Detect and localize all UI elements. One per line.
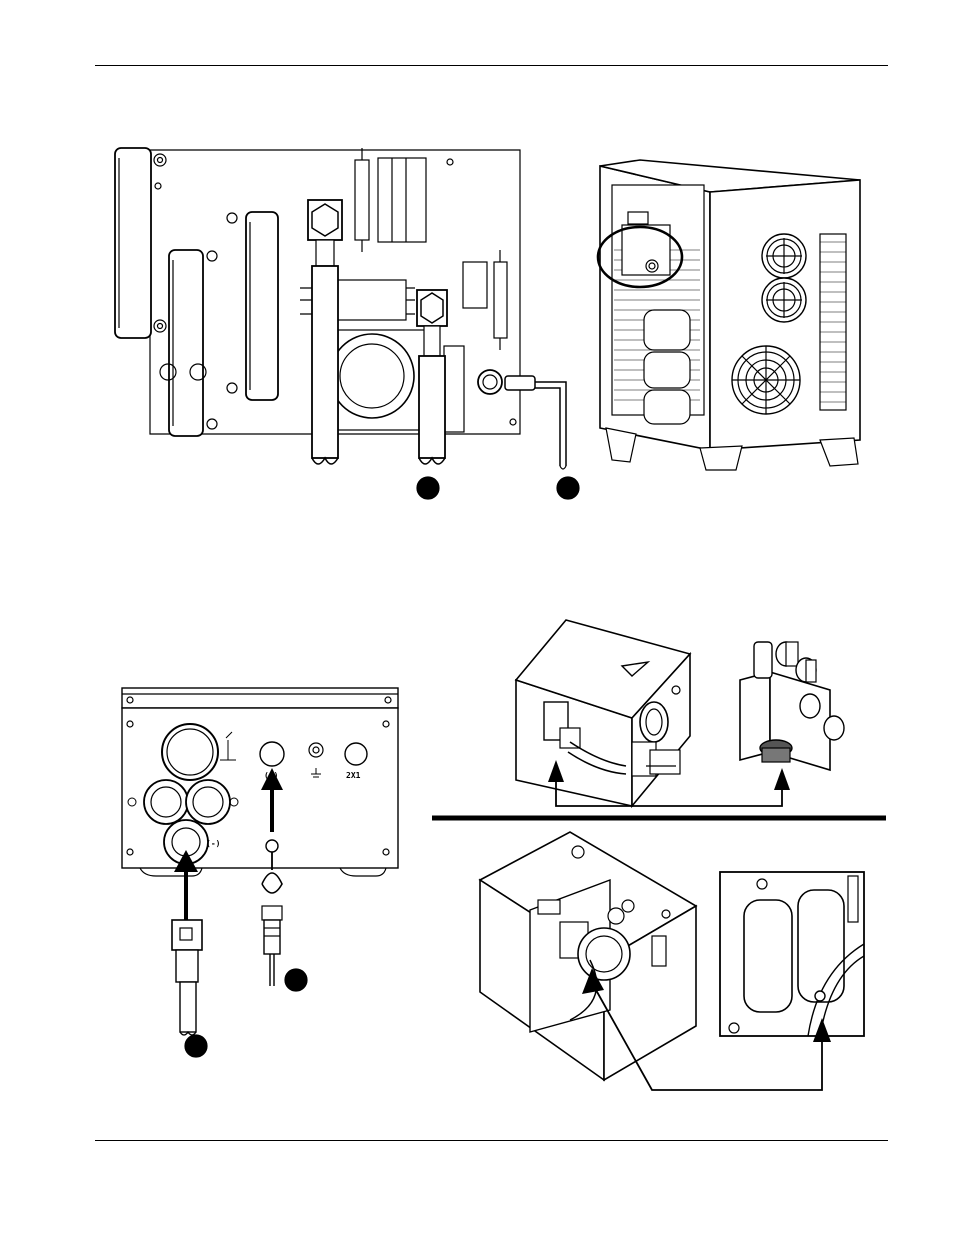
figure-power-supply-cabinet: [596, 159, 861, 471]
figure-module-open: [478, 831, 698, 1082]
figure-rear-panel: [121, 687, 399, 1036]
figure-fitting-closeup: [739, 641, 845, 772]
callout-d-marker: [184, 1034, 208, 1058]
gas-out-icon: [229, 797, 239, 807]
label-negative: (-): [206, 839, 220, 848]
torch-symbol-icon: [220, 731, 236, 761]
arrow-into-module: [582, 968, 604, 994]
footer-rule: [95, 1140, 888, 1141]
gas-in-icon: [127, 797, 137, 807]
arrow-into-inset: [813, 1018, 831, 1042]
figure-module-box: [514, 619, 692, 809]
label-positive: (+): [264, 771, 278, 780]
ground-symbol-icon: [311, 768, 321, 778]
figure-inset-detail: [719, 871, 865, 1037]
header-rule: [95, 65, 888, 66]
callout-b-marker: [556, 476, 580, 500]
figure-pcb-cables: [114, 147, 567, 470]
warning-triangle-icon: [620, 660, 651, 677]
arrow-up-left: [548, 760, 564, 782]
fan-icon: [731, 233, 807, 415]
label-connector: 2X1: [346, 771, 361, 780]
arrow-up-right: [774, 768, 790, 790]
callout-c-marker: [284, 968, 308, 992]
callout-a-marker: [416, 476, 440, 500]
